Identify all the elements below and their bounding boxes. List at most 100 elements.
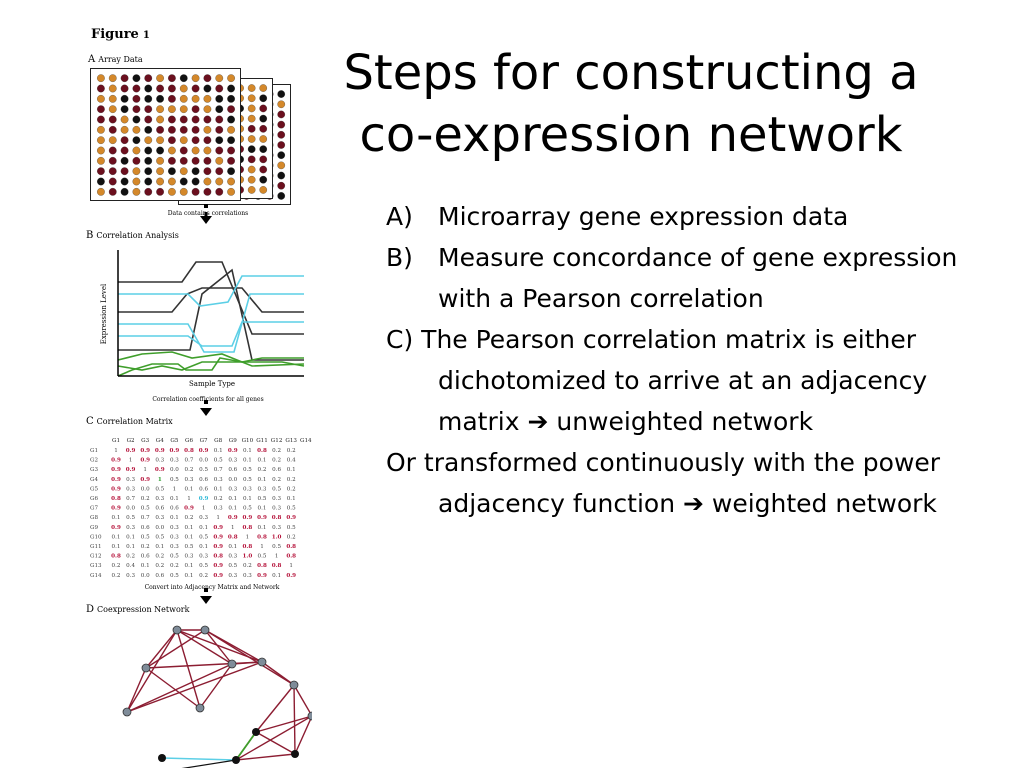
array-spot	[179, 136, 188, 145]
matrix-cell: 0.3	[214, 477, 223, 483]
matrix-cell: 0.8	[257, 448, 267, 454]
array-spot	[215, 167, 224, 176]
matrix-cell: 0.8	[184, 448, 194, 454]
array-spot	[259, 84, 268, 92]
matrix-cell: 0.1	[243, 496, 252, 502]
bullet-text-end: unweighted network	[548, 407, 814, 436]
network-node	[291, 750, 299, 758]
matrix-cell: 0.2	[112, 563, 121, 569]
network-edge	[294, 715, 312, 755]
array-spot	[191, 167, 200, 176]
array-spot	[132, 115, 141, 124]
matrix-cell: 0.3	[228, 486, 237, 492]
matrix-cell: 0.3	[243, 573, 252, 579]
array-spot	[168, 177, 176, 186]
array-spot	[144, 136, 153, 145]
network-edge	[199, 663, 233, 709]
matrix-cell: 0.9	[140, 448, 150, 454]
array-spot	[203, 84, 212, 93]
matrix-cell: 0.1	[214, 486, 223, 492]
matrix-cell: 0.9	[140, 477, 150, 483]
array-spot	[144, 125, 153, 134]
matrix-cell: 0.6	[141, 525, 150, 531]
network-edge	[235, 715, 312, 761]
bullet-text: Measure concordance of gene expression w…	[438, 243, 958, 313]
array-spot	[132, 167, 141, 176]
matrix-cell: 0.1	[185, 525, 194, 531]
matrix-cell: 0.5	[170, 573, 179, 579]
array-spot	[108, 115, 117, 124]
matrix-cell: 0.5	[243, 506, 252, 512]
network-edge	[235, 731, 257, 761]
matrix-cell: 0.5	[141, 506, 150, 512]
array-spot	[168, 156, 176, 165]
matrix-cell: 0.1	[126, 534, 135, 540]
network-node	[232, 756, 240, 764]
matrix-cell: 0.0	[141, 573, 150, 579]
array-spot	[132, 146, 141, 155]
array-spot	[144, 105, 153, 114]
matrix-row-label: G8	[90, 515, 98, 521]
array-spot	[97, 125, 105, 134]
matrix-cell: 0.7	[214, 467, 223, 473]
matrix-cell: 0.3	[126, 486, 135, 492]
matrix-cell: 0.5	[243, 467, 252, 473]
array-spot	[203, 115, 212, 124]
matrix-cell: 0.9	[155, 448, 165, 454]
array-spot	[168, 74, 176, 83]
array-spot	[191, 156, 200, 165]
array-spot	[168, 167, 176, 176]
matrix-cell: 0.2	[185, 515, 194, 521]
matrix-cell: 0.2	[185, 467, 194, 473]
network-edge	[204, 629, 295, 686]
matrix-cell: 0.5	[185, 544, 194, 550]
array-spot	[227, 177, 235, 186]
matrix-cell: 0.9	[111, 458, 121, 464]
matrix-cell: 0.2	[141, 544, 150, 550]
matrix-row-label: G4	[90, 477, 98, 483]
matrix-row-label: G5	[90, 486, 98, 492]
array-spot	[132, 105, 141, 114]
matrix-cell: 0.8	[243, 544, 253, 550]
matrix-cell: 1	[216, 515, 220, 521]
array-spot	[191, 187, 200, 196]
matrix-cell: 0.2	[272, 448, 281, 454]
network-edge	[255, 715, 312, 733]
matrix-cell: 0.1	[112, 534, 121, 540]
bullet-b: B)Measure concordance of gene expression…	[386, 237, 1006, 319]
matrix-cell: 0.9	[257, 573, 267, 579]
array-spot	[120, 84, 129, 93]
matrix-cell: 0.8	[213, 554, 223, 560]
right-arrow-icon: ➔	[527, 407, 549, 436]
matrix-cell: 0.1	[243, 448, 252, 454]
network-edge	[231, 661, 263, 665]
matrix-row-label: G3	[90, 467, 98, 473]
x-axis-label: Sample Type	[189, 380, 235, 388]
correlation-analysis-graphic: Expression Level Sample Type	[100, 250, 305, 388]
matrix-cell: 0.6	[199, 486, 208, 492]
matrix-cell: 1	[202, 506, 206, 512]
array-spot	[97, 105, 105, 114]
matrix-cell: 0.8	[228, 534, 238, 540]
array-spot	[132, 94, 141, 103]
matrix-header: G7	[200, 438, 208, 444]
array-spot	[179, 146, 188, 155]
matrix-cell: 0.1	[258, 525, 267, 531]
array-spot	[144, 94, 153, 103]
matrix-cell: 0.0	[170, 467, 179, 473]
matrix-cell: 0.2	[287, 477, 296, 483]
matrix-cell: 1	[173, 486, 177, 492]
network-edge	[293, 684, 312, 717]
network-edge	[261, 661, 295, 686]
panel-b-letter: B	[86, 230, 94, 241]
array-spot	[179, 84, 188, 93]
matrix-row-label: G12	[90, 554, 102, 560]
array-spot	[277, 100, 286, 109]
matrix-cell: 0.1	[199, 544, 208, 550]
matrix-cell: 0.3	[170, 525, 179, 531]
array-spot	[144, 187, 153, 196]
panel-d-text: Coexpression Network	[97, 605, 190, 614]
array-spot	[179, 105, 188, 114]
